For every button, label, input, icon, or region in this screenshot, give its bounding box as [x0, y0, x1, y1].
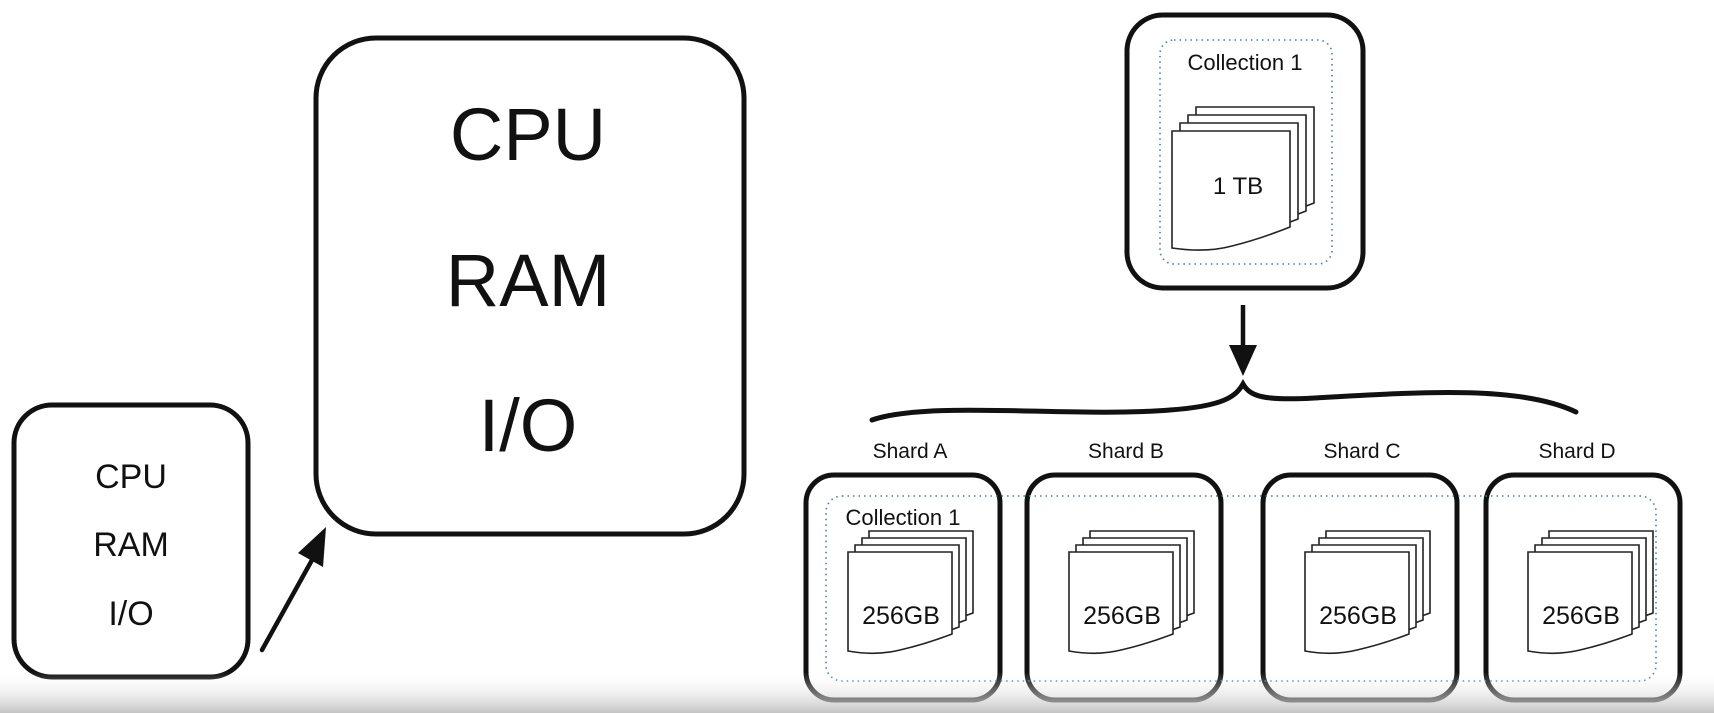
- split-arrow: [1229, 305, 1257, 376]
- large-server-box: CPU RAM I/O: [313, 35, 747, 537]
- document-stack-icon: [1068, 530, 1195, 655]
- document-stack-icon: [1527, 530, 1654, 655]
- shard-box: Shard D 256GB: [1483, 440, 1683, 703]
- document-stack-icon: [1171, 106, 1315, 251]
- shard-box: Shard C 256GB: [1260, 440, 1460, 703]
- bottom-fade: [0, 672, 1714, 713]
- shard-label: Shard A: [873, 440, 948, 463]
- sharded-collection-title: Collection 1: [846, 505, 961, 530]
- small-server-cpu: CPU: [95, 458, 167, 496]
- large-server-io: I/O: [479, 384, 578, 467]
- shard-size: 256GB: [862, 602, 940, 630]
- small-server-ram: RAM: [93, 526, 169, 564]
- shard-size: 256GB: [1319, 602, 1397, 630]
- small-server-box: CPU RAM I/O: [11, 402, 251, 680]
- scale-up-arrow: [259, 527, 326, 653]
- shard-box: Shard A 256GB: [803, 440, 1003, 703]
- shard-label: Shard D: [1538, 440, 1615, 463]
- document-stack-icon: [1304, 530, 1431, 655]
- large-server-ram: RAM: [446, 239, 610, 322]
- shard-label: Shard C: [1323, 440, 1400, 463]
- small-server-io: I/O: [108, 595, 153, 633]
- large-server-cpu: CPU: [450, 93, 606, 176]
- collection-title: Collection 1: [1188, 50, 1303, 75]
- shard-size: 256GB: [1083, 602, 1161, 630]
- collection-size: 1 TB: [1213, 173, 1263, 200]
- shard-box: Shard B 256GB: [1024, 440, 1224, 703]
- collection-server-box: Collection 1 1 TB: [1124, 12, 1366, 291]
- shard-size: 256GB: [1542, 602, 1620, 630]
- document-stack-icon: [847, 530, 974, 655]
- shard-label: Shard B: [1088, 440, 1164, 463]
- shard-brace: [869, 379, 1579, 423]
